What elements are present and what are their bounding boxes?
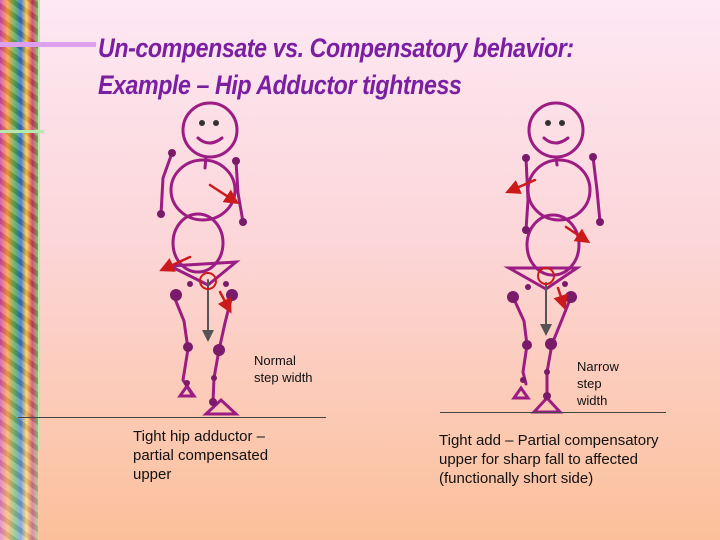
decorative-accent-bar-small bbox=[0, 130, 44, 133]
arrow-pelvis-left bbox=[159, 255, 192, 272]
abdomen-left bbox=[171, 212, 225, 274]
foot-left-b bbox=[202, 397, 240, 416]
caption-right: Tight add – Partial compensatory upper f… bbox=[439, 431, 659, 488]
arrow-hip-right bbox=[553, 286, 568, 311]
center-of-mass-left bbox=[199, 272, 217, 290]
arm-left-b bbox=[234, 159, 245, 224]
arrow-chest-right bbox=[505, 178, 537, 194]
head-left bbox=[181, 101, 239, 159]
center-of-mass-right bbox=[537, 267, 555, 285]
foot-right-b bbox=[530, 395, 564, 414]
arm-right-a bbox=[524, 156, 530, 232]
foot-left-a bbox=[177, 383, 197, 398]
stick-figure-left bbox=[157, 101, 247, 416]
arm-left-a bbox=[159, 151, 174, 216]
step-label-left-line2: step width bbox=[254, 370, 313, 385]
caption-left-line3: upper bbox=[133, 466, 172, 483]
caption-left: Tight hip adductor – partial compensated… bbox=[133, 427, 268, 484]
floor-line-right bbox=[440, 412, 666, 413]
slide-title-line2: Example – Hip Adductor tightness bbox=[98, 70, 462, 100]
decorative-side-strip bbox=[0, 0, 38, 540]
caption-right-line1: Tight add – Partial compensatory bbox=[439, 432, 659, 449]
slide-title-line1: Un-compensate vs. Compensatory behavior: bbox=[98, 33, 574, 63]
chest-left bbox=[169, 158, 237, 222]
decorative-accent-bar bbox=[0, 42, 96, 47]
pelvis-left bbox=[164, 260, 241, 287]
slide-title: Un-compensate vs. Compensatory behavior:… bbox=[98, 30, 574, 104]
decorative-side-line bbox=[38, 0, 40, 450]
joints-right bbox=[507, 153, 604, 400]
caption-left-line1: Tight hip adductor – bbox=[133, 428, 266, 445]
step-width-label-right: Narrow step width bbox=[577, 358, 619, 409]
arrow-abdomen-right bbox=[564, 225, 591, 244]
step-label-right-line3: width bbox=[577, 393, 608, 408]
chest-right bbox=[526, 158, 592, 222]
abdomen-right bbox=[525, 213, 581, 277]
arrow-hip-left bbox=[217, 290, 232, 314]
arm-right-b bbox=[591, 155, 602, 224]
step-width-label-left: Normal step width bbox=[254, 352, 313, 386]
caption-left-line2: partial compensated bbox=[133, 447, 269, 464]
caption-right-line2: upper for sharp fall to affected bbox=[439, 451, 639, 468]
floor-line-left bbox=[18, 417, 326, 418]
foot-right-a bbox=[511, 385, 531, 400]
step-label-right-line2: step bbox=[577, 376, 602, 391]
head-right bbox=[527, 101, 585, 159]
step-label-right-line1: Narrow bbox=[577, 359, 619, 374]
step-label-left-line1: Normal bbox=[254, 353, 296, 368]
caption-right-line3: (functionally short side) bbox=[439, 470, 594, 487]
arrow-chest-left bbox=[208, 183, 240, 205]
